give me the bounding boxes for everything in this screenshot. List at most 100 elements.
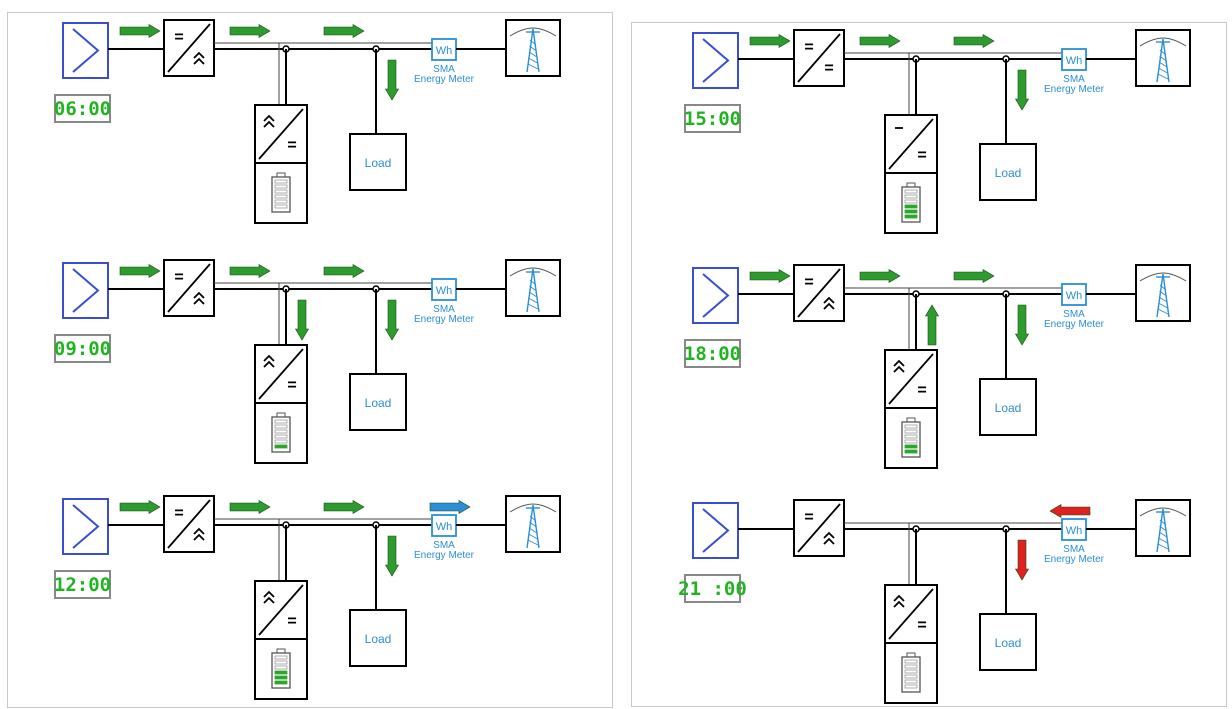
load: Load <box>979 143 1037 201</box>
time-label: 09:00 <box>54 338 111 360</box>
load-flow-arrow <box>1014 539 1030 581</box>
pylon-lattice <box>1158 302 1168 309</box>
battery <box>884 642 938 704</box>
inverter-flow-arrow <box>859 268 901 284</box>
battery-cell <box>274 655 288 660</box>
pv-symbol <box>72 28 100 73</box>
battery-inverter-equals: = <box>287 613 296 630</box>
battery-cell <box>274 444 288 449</box>
pylon-lattice <box>1159 525 1167 532</box>
time-label: 12:00 <box>54 574 111 596</box>
load-frame <box>349 373 407 431</box>
grid-wires <box>509 27 557 37</box>
pv-flow-arrow <box>119 499 161 515</box>
pylon-lattice <box>1159 49 1167 56</box>
meter-name-label: Energy Meter <box>414 314 475 325</box>
utility-grid <box>505 259 561 317</box>
grid-wires <box>1139 37 1187 47</box>
pv-inverter-chevrons <box>823 296 835 310</box>
battery-inverter: = <box>254 580 308 640</box>
pv-symbol <box>702 508 730 553</box>
battery-cell <box>904 424 918 429</box>
battery <box>254 638 308 700</box>
meter-name-label: Energy Meter <box>1044 554 1105 565</box>
pylon-lattice <box>529 39 537 46</box>
battery-cell <box>904 659 918 664</box>
pv-flow-arrow <box>749 33 791 49</box>
battery-cell <box>904 684 918 689</box>
load: Load <box>349 609 407 667</box>
load: Load <box>979 613 1037 671</box>
meter-wh-label: Wh <box>1066 55 1083 67</box>
pv-symbol <box>702 38 730 83</box>
battery-cell <box>274 665 288 670</box>
meter-brand-label: SMA <box>433 304 455 315</box>
load-flow-arrow <box>384 299 400 341</box>
utility-grid <box>505 495 561 553</box>
battery-cell <box>274 194 288 199</box>
pv-inverter-equals: = <box>804 509 813 526</box>
pylon-lattice <box>1158 531 1168 538</box>
load-label: Load <box>365 156 392 170</box>
pv-inverter-diagonal <box>797 503 841 553</box>
bus-flow-arrow <box>323 263 365 279</box>
pylon-lattice <box>529 279 537 286</box>
battery-cell <box>904 209 918 214</box>
meter-wh-label: Wh <box>436 285 453 297</box>
pv-frame <box>692 267 739 324</box>
inverter-flow-arrow <box>229 23 271 39</box>
utility-grid <box>1135 264 1191 322</box>
battery-inverter-chevrons <box>893 594 905 608</box>
grid-wires <box>509 267 557 277</box>
pv-inverter: = <box>793 499 845 557</box>
pylon-lattice <box>1159 519 1167 526</box>
meter-brand-label: SMA <box>1063 309 1085 320</box>
time-display: 21 :00 <box>678 574 747 603</box>
battery-cell <box>274 419 288 424</box>
pylon-lattice <box>527 303 539 310</box>
time-display: 18:00 <box>684 339 741 368</box>
battery-cell <box>274 680 288 685</box>
battery-cell <box>904 194 918 199</box>
load-flow-arrow <box>1014 69 1030 111</box>
grid-export-arrow <box>429 499 471 515</box>
battery <box>884 172 938 234</box>
pv-inverter-equals: = <box>174 269 183 286</box>
time-display: 09:00 <box>54 334 111 363</box>
meter-name-label: Energy Meter <box>414 550 475 561</box>
pv-symbol <box>72 504 100 549</box>
pv-symbol <box>72 268 100 313</box>
load-flow-arrow <box>384 535 400 577</box>
pv-symbol <box>702 273 730 318</box>
pv-panel <box>692 32 739 89</box>
time-frame <box>684 104 741 133</box>
bus-flow-arrow <box>323 23 365 39</box>
pv-inverter: = <box>163 19 215 77</box>
battery-cell <box>904 439 918 444</box>
load-frame <box>349 133 407 191</box>
battery-inverter-diagonal <box>888 353 934 405</box>
battery-cell <box>274 424 288 429</box>
pv-flow-arrow <box>119 263 161 279</box>
meter-name-label: Energy Meter <box>1044 319 1105 330</box>
pylon-lattice <box>1158 537 1168 544</box>
battery-cell <box>274 204 288 209</box>
battery-cell <box>904 669 918 674</box>
grid-wires <box>1139 507 1187 517</box>
battery-cell <box>274 439 288 444</box>
pv-inverter-chevrons <box>193 51 205 65</box>
bus-flow-arrow <box>953 268 995 284</box>
pv-inverter-diagonal <box>167 23 211 73</box>
battery-cell <box>274 199 288 204</box>
pylon-lattice <box>527 63 539 70</box>
pv-panel <box>62 262 109 319</box>
utility-grid <box>1135 499 1191 557</box>
battery-cell <box>904 449 918 454</box>
meter-name-label: Energy Meter <box>414 74 475 85</box>
pylon-lattice <box>528 51 538 58</box>
battery-cell <box>274 429 288 434</box>
battery-inverter-diagonal <box>888 118 934 170</box>
